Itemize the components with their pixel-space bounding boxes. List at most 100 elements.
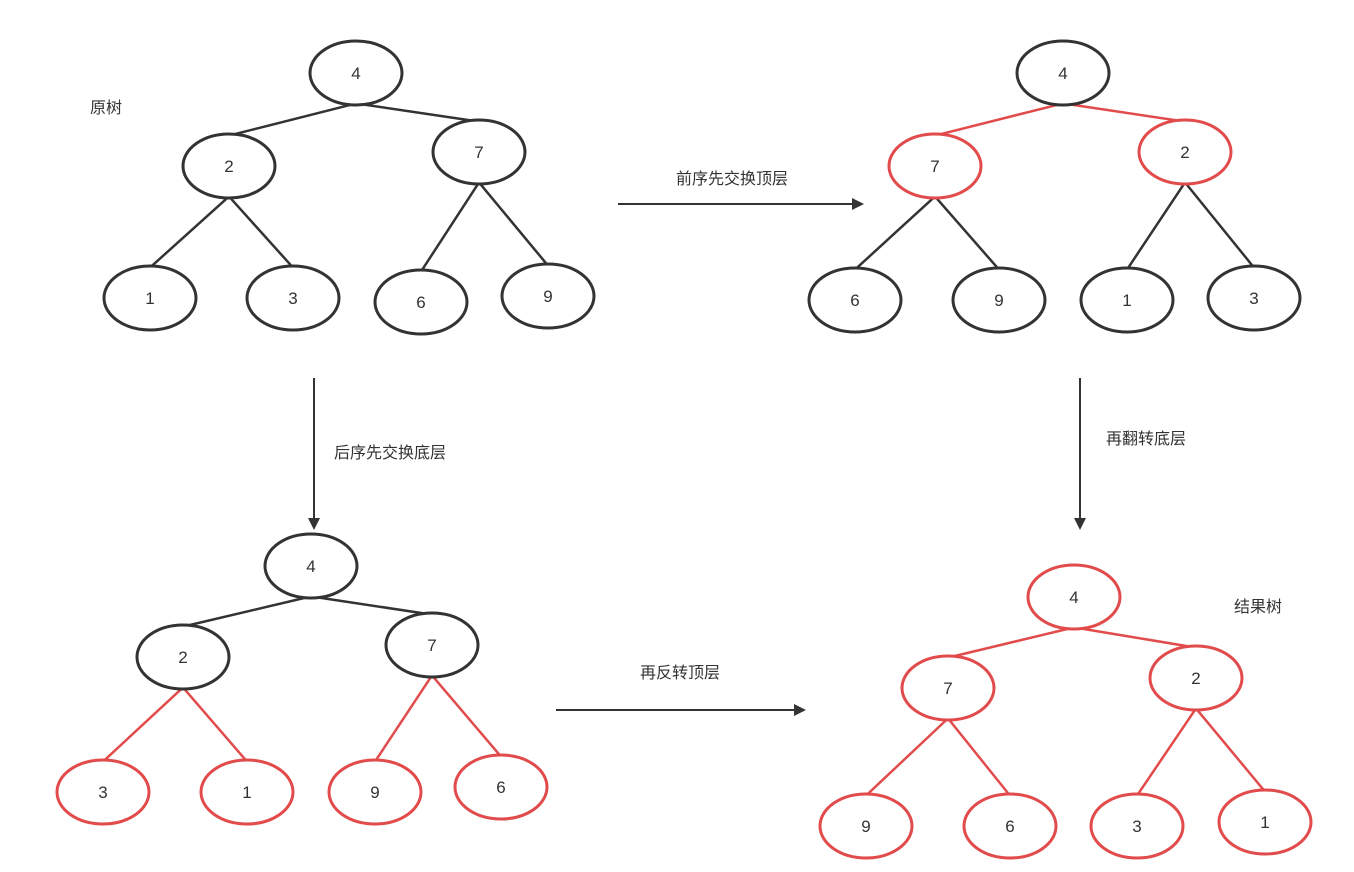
- postorder-tree-node-2-ellipse: [135, 623, 231, 691]
- postorder-tree-node-4-ellipse: [263, 532, 359, 600]
- arrow-preorder-label: 前序先交换顶层: [676, 169, 788, 188]
- postorder-tree-node-7-ellipse: [384, 611, 480, 679]
- preorder-tree-node-7-ellipse: [887, 132, 983, 200]
- result-tree-node-7-label: 7: [943, 679, 952, 698]
- postorder-tree-node-1-label: 1: [242, 783, 251, 802]
- original-tree-node-7-label: 7: [474, 143, 483, 162]
- result-tree-edge-n7-n9: [865, 717, 949, 797]
- preorder-tree-edge-n4-n7: [934, 102, 1064, 137]
- original-tree-edge-n2-n1: [149, 195, 230, 269]
- postorder-tree-node-3-ellipse: [55, 758, 151, 826]
- original-tree-edge-n4-n2: [228, 102, 357, 137]
- original-tree-node-9-label: 9: [543, 287, 552, 306]
- original-tree-node-1: 1: [102, 264, 198, 332]
- result-tree-edge-n4-n2: [1073, 626, 1197, 649]
- preorder-tree-node-3-label: 3: [1249, 289, 1258, 308]
- original-tree-label: 原树: [90, 98, 122, 117]
- preorder-tree-node-6-ellipse: [807, 266, 903, 334]
- original-tree-node-4-label: 4: [351, 64, 360, 83]
- original-tree-node-3-ellipse: [245, 264, 341, 332]
- postorder-tree-edge-n2-n3: [102, 686, 184, 763]
- result-tree-node-6-label: 6: [1005, 817, 1014, 836]
- preorder-tree-edge-n7-n9: [934, 195, 1000, 271]
- result-tree: 4 7 2 9 6 3 1: [818, 563, 1313, 860]
- result-tree-edge-n4-n7: [947, 626, 1075, 659]
- result-tree-node-2-ellipse: [1148, 644, 1244, 712]
- result-tree-node-6: 6: [962, 792, 1058, 860]
- result-tree-node-1: 1: [1217, 788, 1313, 856]
- postorder-tree-node-2-label: 2: [178, 648, 187, 667]
- postorder-tree-node-4: 4: [263, 532, 359, 600]
- result-tree-label: 结果树: [1234, 597, 1282, 616]
- preorder-tree-node-1-ellipse: [1079, 266, 1175, 334]
- original-tree-node-2: 2: [181, 132, 277, 200]
- postorder-tree-node-1-ellipse: [199, 758, 295, 826]
- result-tree-node-9-ellipse: [818, 792, 914, 860]
- postorder-tree-edge-n2-n1: [182, 686, 248, 763]
- result-tree-node-7-ellipse: [900, 654, 996, 722]
- postorder-tree-node-6-ellipse: [453, 753, 549, 821]
- original-tree-node-6-label: 6: [416, 293, 425, 312]
- preorder-tree-node-3: 3: [1206, 264, 1302, 332]
- preorder-tree-node-4-label: 4: [1058, 64, 1067, 83]
- preorder-tree-node-3-ellipse: [1206, 264, 1302, 332]
- result-tree-node-4: 4: [1026, 563, 1122, 631]
- result-tree-node-3-ellipse: [1089, 792, 1185, 860]
- preorder-tree-node-6-label: 6: [850, 291, 859, 310]
- preorder-tree-edge-n7-n6: [854, 195, 936, 271]
- result-tree-node-3-label: 3: [1132, 817, 1141, 836]
- arrow-flip-bottom-label: 再翻转底层: [1106, 429, 1186, 448]
- postorder-tree-node-9-ellipse: [327, 758, 423, 826]
- preorder-tree-node-2: 2: [1137, 118, 1233, 186]
- arrow-postorder-label: 后序先交换底层: [334, 443, 446, 462]
- preorder-tree-node-1: 1: [1079, 266, 1175, 334]
- original-tree-edge-n7-n6: [419, 181, 481, 273]
- result-tree-node-6-ellipse: [962, 792, 1058, 860]
- original-tree-node-3: 3: [245, 264, 341, 332]
- postorder-tree-node-3-label: 3: [98, 783, 107, 802]
- original-tree-node-9: 9: [500, 262, 596, 330]
- arrow-postorder: 后序先交换底层: [308, 378, 446, 530]
- original-tree-node-4-ellipse: [308, 39, 404, 107]
- result-tree-node-4-label: 4: [1069, 588, 1078, 607]
- preorder-tree-node-9-ellipse: [951, 266, 1047, 334]
- result-tree-node-1-label: 1: [1260, 813, 1269, 832]
- postorder-tree-node-6: 6: [453, 753, 549, 821]
- postorder-tree-edge-n4-n2: [182, 595, 312, 628]
- preorder-tree-node-6: 6: [807, 266, 903, 334]
- result-tree-node-4-ellipse: [1026, 563, 1122, 631]
- original-tree-node-6-ellipse: [373, 268, 469, 336]
- original-tree-node-4: 4: [308, 39, 404, 107]
- postorder-tree-node-1: 1: [199, 758, 295, 826]
- postorder-tree-node-3: 3: [55, 758, 151, 826]
- original-tree-node-2-label: 2: [224, 157, 233, 176]
- postorder-tree-node-9-label: 9: [370, 783, 379, 802]
- original-tree-node-6: 6: [373, 268, 469, 336]
- preorder-tree-node-7: 7: [887, 132, 983, 200]
- original-tree-edge-n4-n7: [355, 102, 480, 123]
- preorder-tree-node-4-ellipse: [1015, 39, 1111, 107]
- preorder-tree-node-7-label: 7: [930, 157, 939, 176]
- arrow-flip-top: 再反转顶层: [556, 663, 806, 716]
- preorder-tree-edge-n2-n1: [1125, 181, 1187, 271]
- arrow-preorder: 前序先交换顶层: [618, 169, 864, 210]
- preorder-tree-node-2-ellipse: [1137, 118, 1233, 186]
- result-tree-node-3: 3: [1089, 792, 1185, 860]
- result-tree-node-1-ellipse: [1217, 788, 1313, 856]
- result-tree-node-2-label: 2: [1191, 669, 1200, 688]
- original-tree-edge-n7-n9: [478, 181, 549, 267]
- original-tree-edge-n2-n3: [228, 195, 294, 269]
- result-tree-node-9: 9: [818, 792, 914, 860]
- original-tree-node-7: 7: [431, 118, 527, 186]
- arrow-flip-bottom: 再翻转底层: [1074, 378, 1186, 530]
- preorder-tree-node-4: 4: [1015, 39, 1111, 107]
- original-tree-node-7-ellipse: [431, 118, 527, 186]
- postorder-tree-node-4-label: 4: [306, 557, 315, 576]
- result-tree-node-2: 2: [1148, 644, 1244, 712]
- original-tree-node-2-ellipse: [181, 132, 277, 200]
- preorder-tree-edge-n4-n2: [1062, 102, 1186, 123]
- postorder-tree-node-7-label: 7: [427, 636, 436, 655]
- preorder-tree-node-9: 9: [951, 266, 1047, 334]
- preorder-tree-edge-n2-n3: [1184, 181, 1255, 269]
